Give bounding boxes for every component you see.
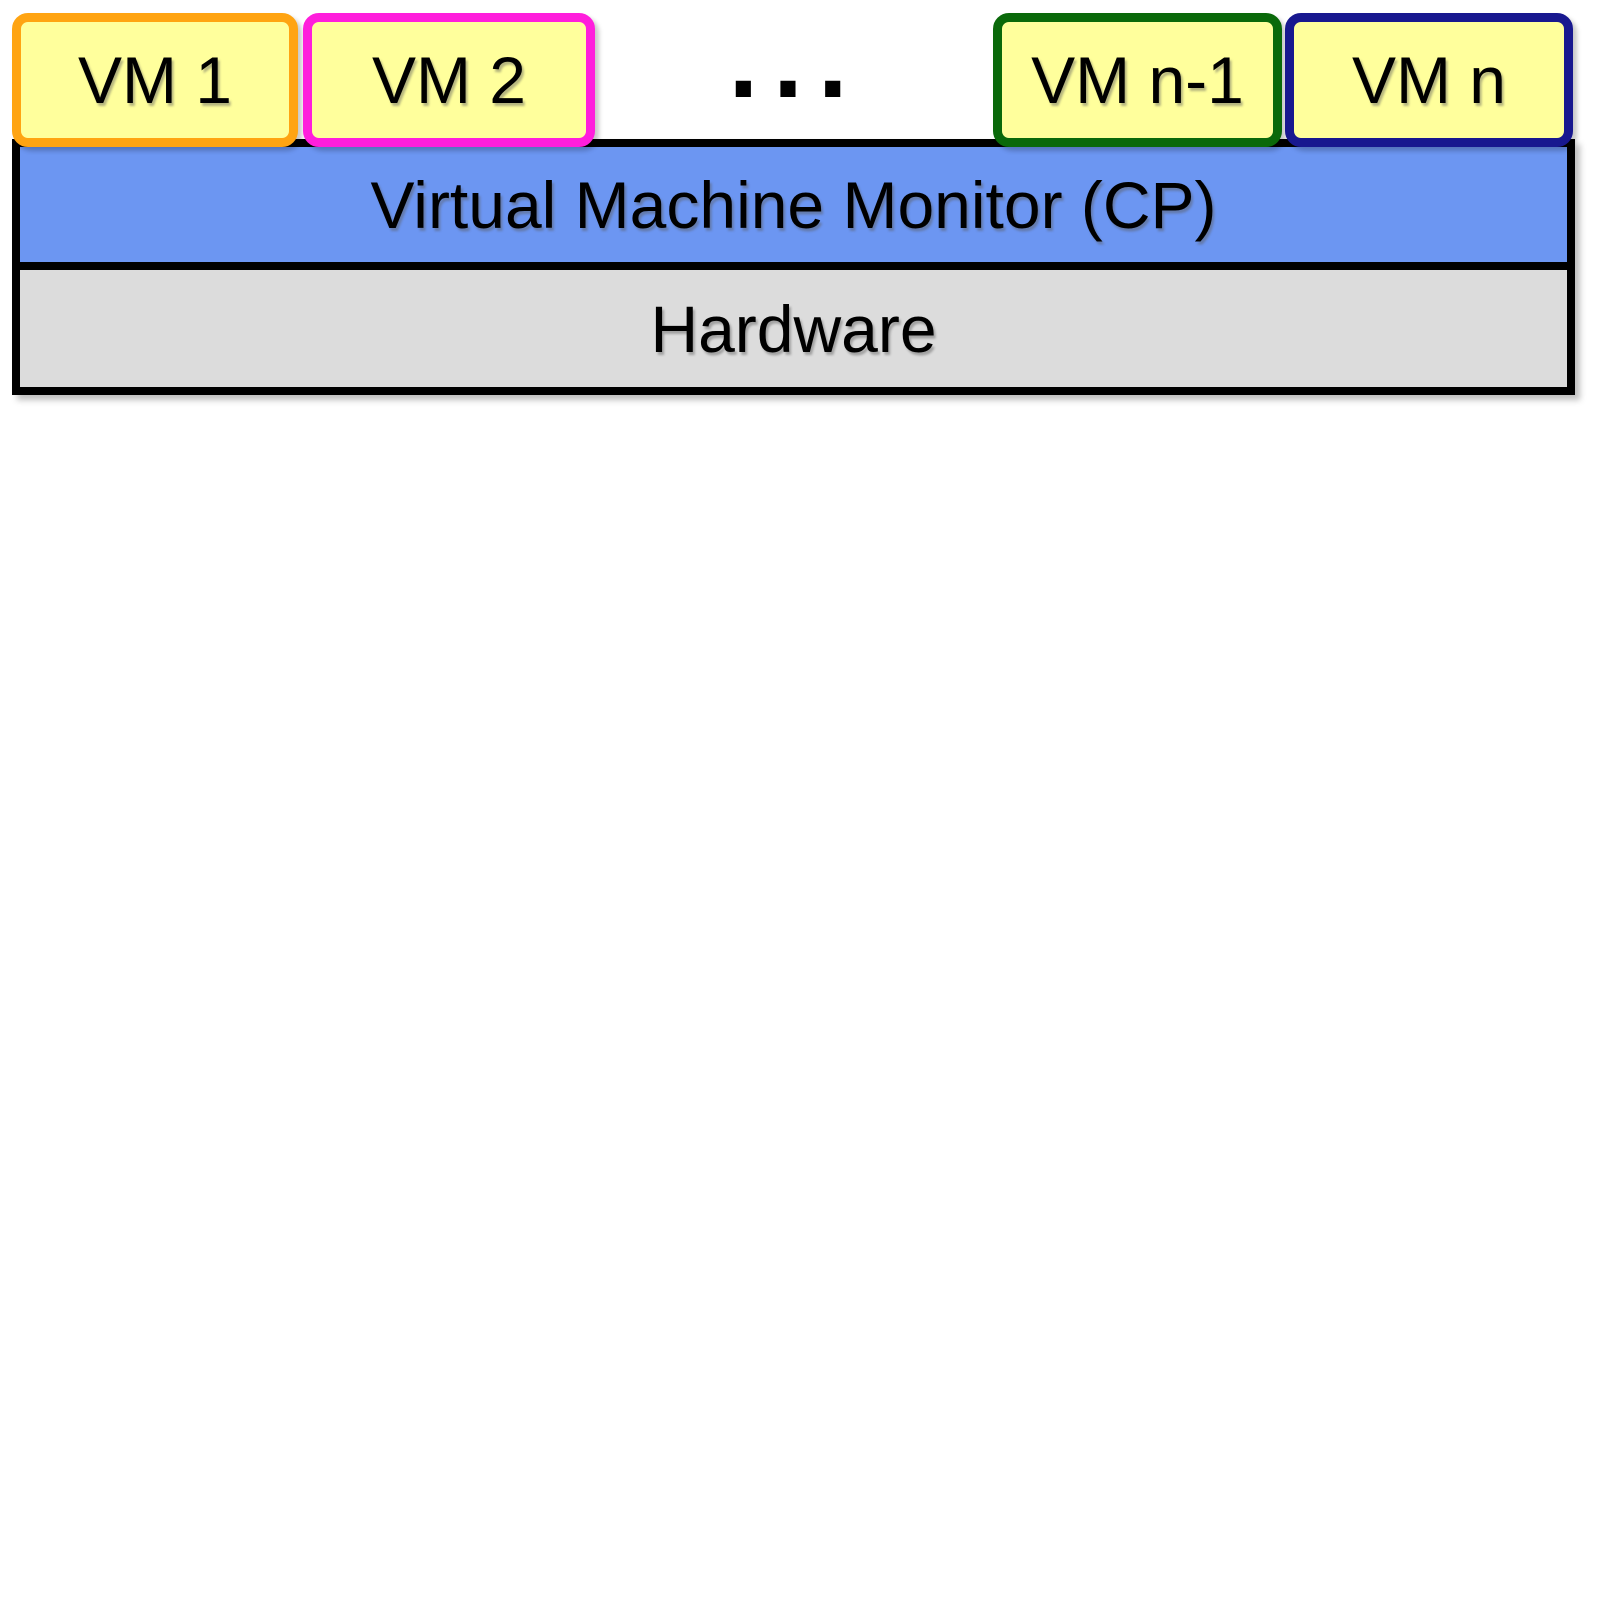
vm-2-label: VM 2 <box>371 43 527 117</box>
vm-ellipsis-zone: ... <box>595 8 993 140</box>
stack-box: Virtual Machine Monitor (CP) Hardware <box>12 139 1575 395</box>
ellipsis-text: ... <box>726 18 861 118</box>
vm-n-minus-1-box: VM n-1 <box>993 13 1282 147</box>
hardware-layer-label: Hardware <box>650 291 937 366</box>
vm-n-box: VM n <box>1285 13 1573 147</box>
vmm-layer-label: Virtual Machine Monitor (CP) <box>370 167 1217 242</box>
vm-1-box: VM 1 <box>12 13 298 147</box>
hardware-layer: Hardware <box>20 270 1567 387</box>
vm-1-label: VM 1 <box>77 43 233 117</box>
vmm-layer: Virtual Machine Monitor (CP) <box>20 147 1567 270</box>
vm-n-minus-1-label: VM n-1 <box>1031 43 1244 117</box>
vm-2-box: VM 2 <box>303 13 595 147</box>
vm-n-label: VM n <box>1351 43 1507 117</box>
